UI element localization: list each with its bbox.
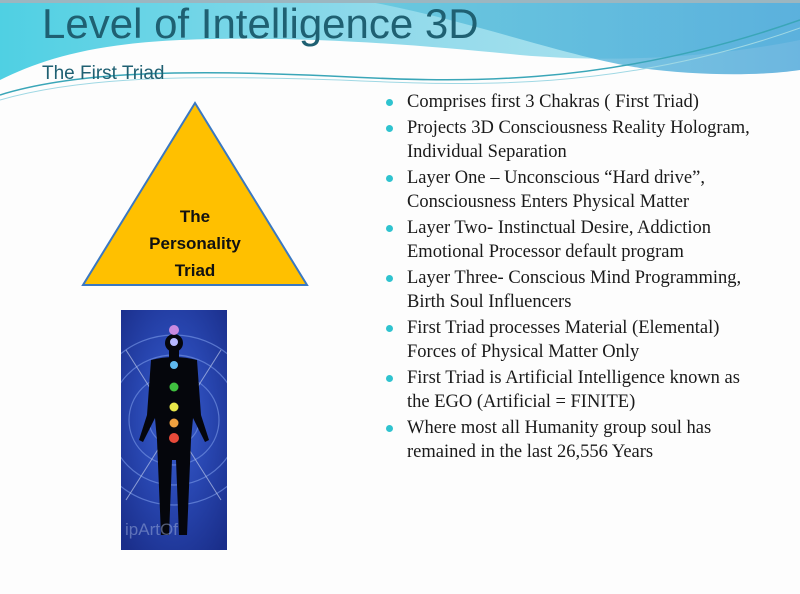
bullet-item: Layer Three- Conscious Mind Programming,… — [386, 266, 766, 314]
bullet-dot-icon — [386, 375, 393, 382]
bullet-dot-icon — [386, 225, 393, 232]
slide-title: Level of Intelligence 3D — [42, 0, 479, 47]
slide-subtitle: The First Triad — [42, 63, 165, 84]
bullet-item: Projects 3D Consciousness Reality Hologr… — [386, 116, 766, 164]
bullet-list: Comprises first 3 Chakras ( First Triad)… — [386, 90, 766, 466]
triangle-label-line2: Personality — [149, 234, 241, 253]
personality-triad-triangle — [81, 101, 309, 286]
bullet-dot-icon — [386, 275, 393, 282]
bullet-dot-icon — [386, 425, 393, 432]
bullet-item: First Triad processes Material (Elementa… — [386, 316, 766, 364]
bullet-item: Layer Two- Instinctual Desire, Addiction… — [386, 216, 766, 264]
bullet-item: Where most all Humanity group soul has r… — [386, 416, 766, 464]
bullet-item: Layer One – Unconscious “Hard drive”, Co… — [386, 166, 766, 214]
bullet-dot-icon — [386, 99, 393, 106]
chakra-body-image: ipArtOf — [121, 310, 227, 550]
triangle-label-line1: The — [179, 207, 211, 226]
svg-text:ipArtOf: ipArtOf — [125, 520, 178, 539]
bullet-item: Comprises first 3 Chakras ( First Triad) — [386, 90, 766, 114]
bullet-dot-icon — [386, 325, 393, 332]
bullet-dot-icon — [386, 125, 393, 132]
bullet-item: First Triad is Artificial Intelligence k… — [386, 366, 766, 414]
bullet-dot-icon — [386, 175, 393, 182]
triangle-label: The Personality Triad — [120, 203, 270, 284]
triangle-label-line3: Triad — [174, 261, 216, 280]
